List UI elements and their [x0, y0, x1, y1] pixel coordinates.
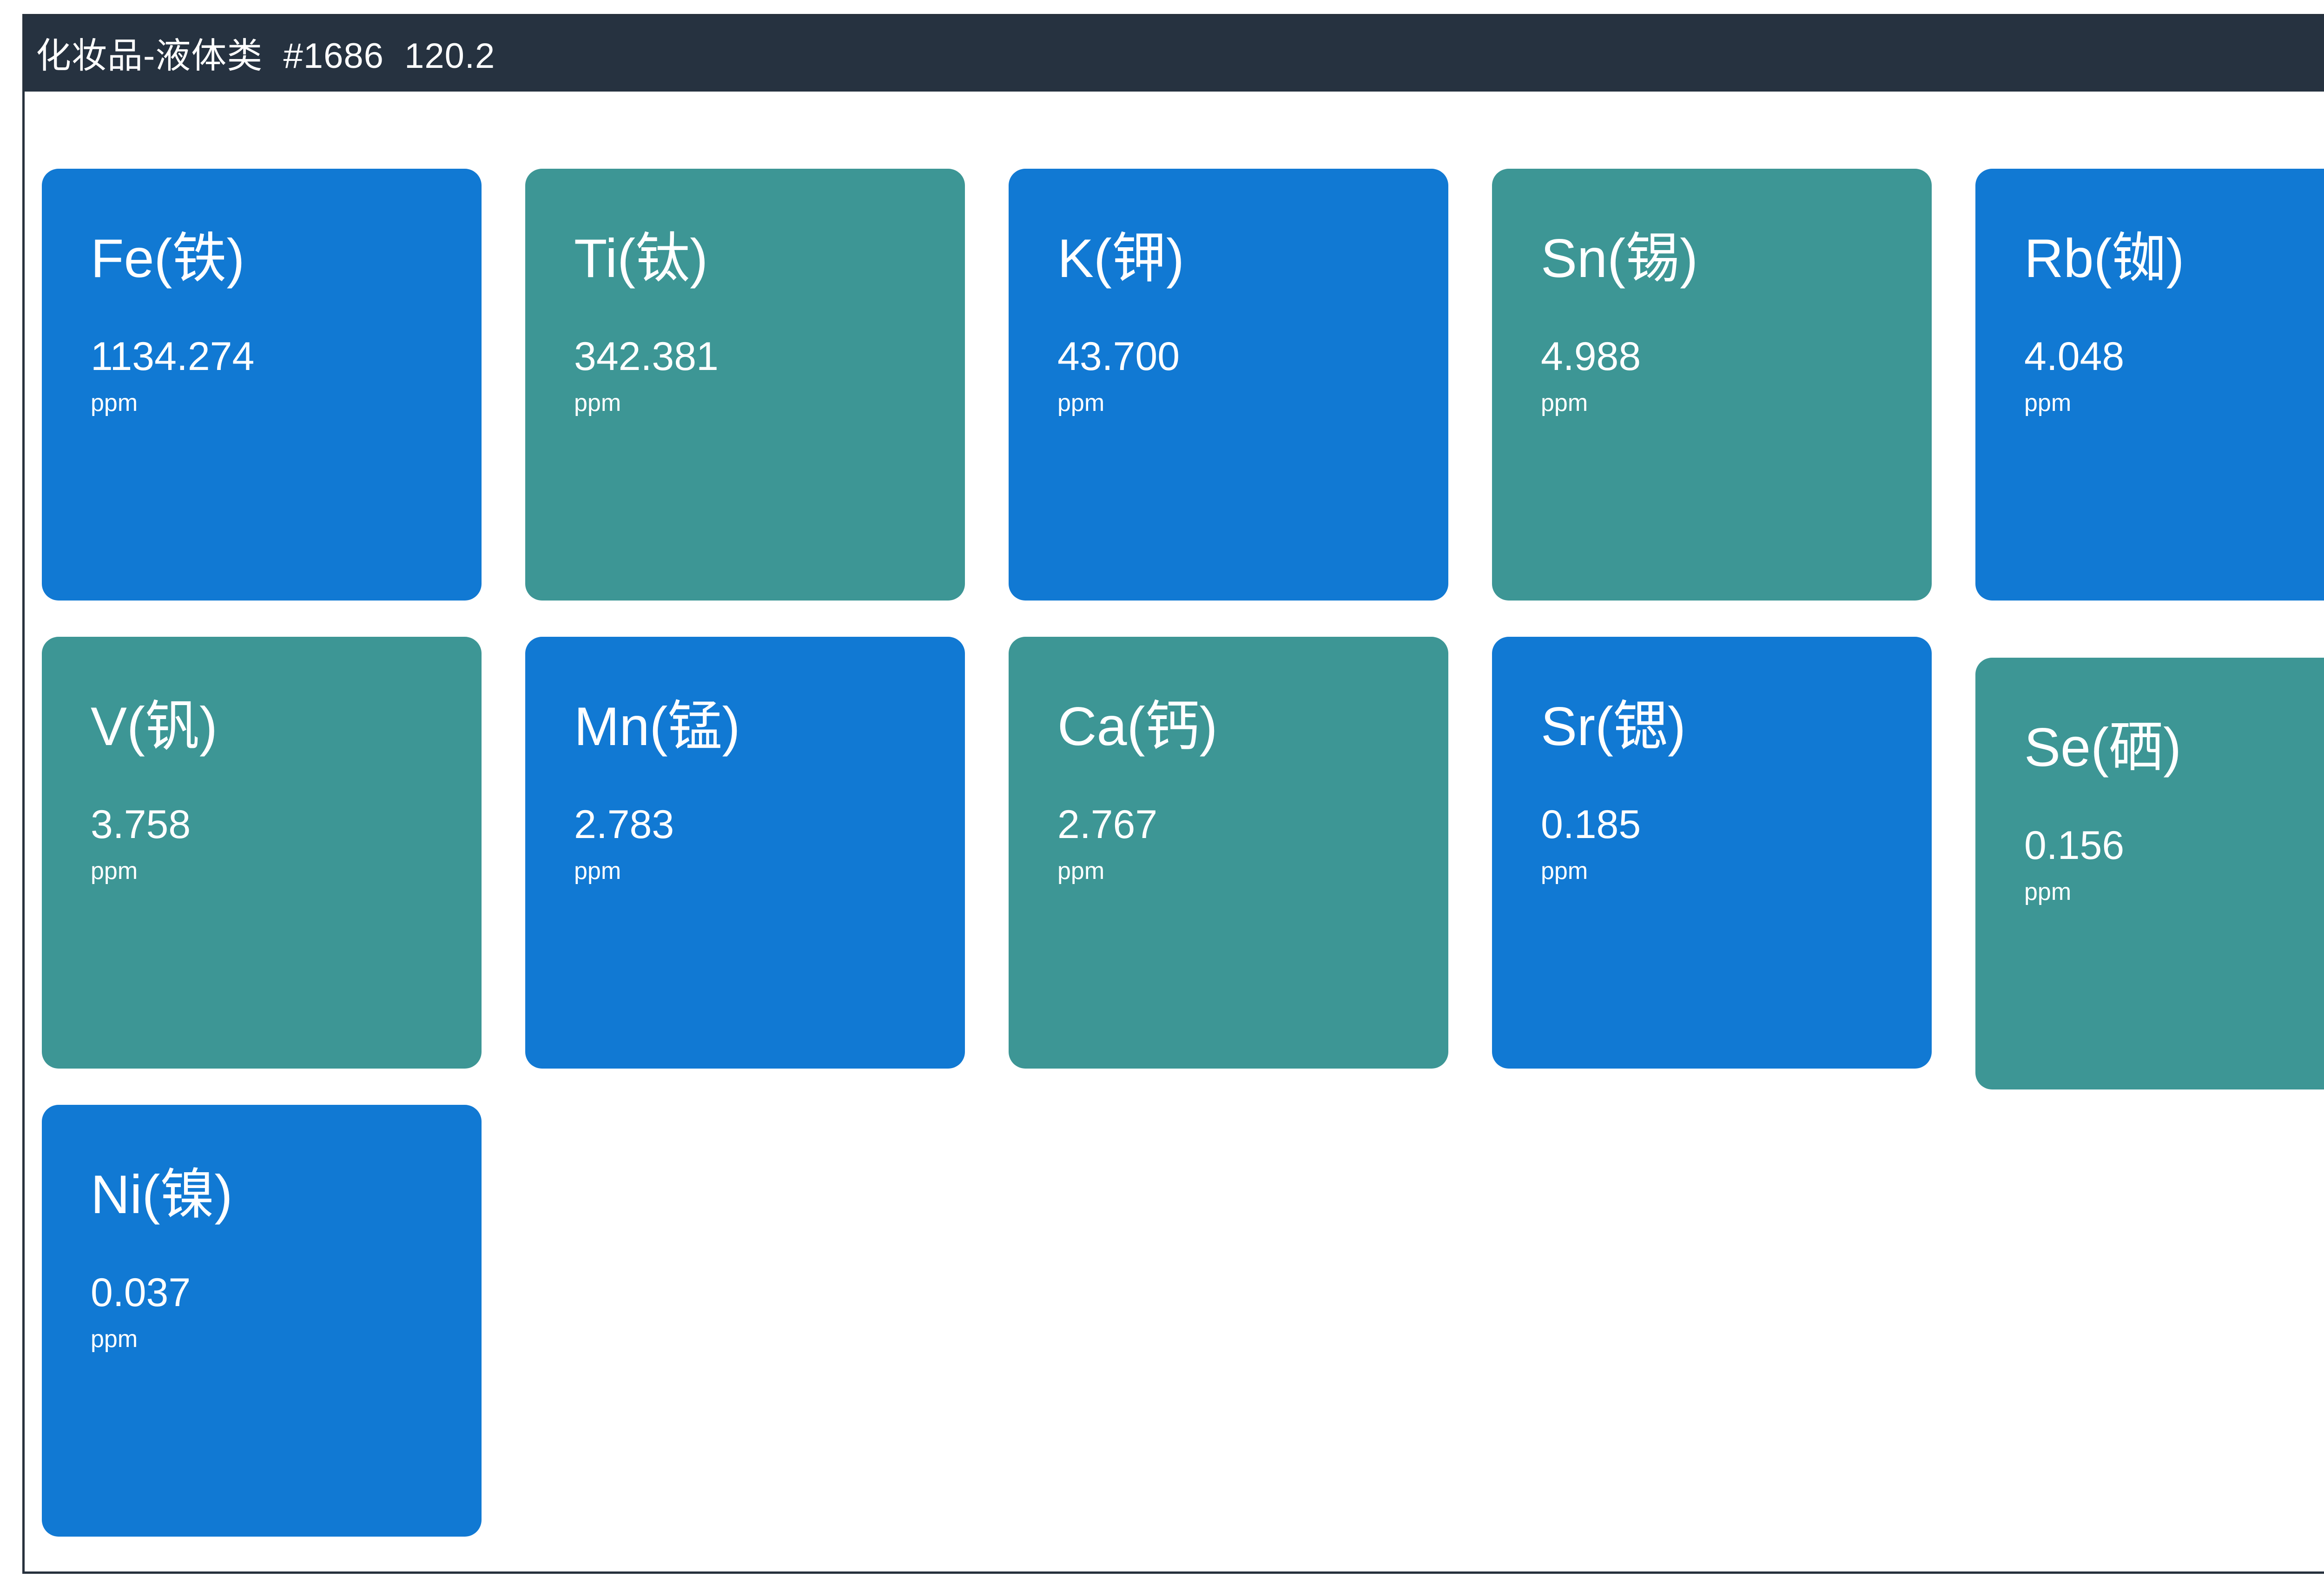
card-content: Mn(锰) 2.783 ppm — [574, 697, 956, 885]
element-name: Sr(锶) — [1541, 696, 1686, 757]
element-name: Fe(铁) — [91, 228, 245, 289]
header-bar: 化妆品-液体类 #1686 120.2 — [25, 16, 2324, 92]
element-name: Rb(铷) — [2024, 228, 2185, 289]
card-content: Ti(钛) 342.381 ppm — [574, 229, 956, 417]
element-card-sn[interactable]: Sn(锡) 4.988 ppm — [1492, 169, 1932, 601]
report-frame: 化妆品-液体类 #1686 120.2 Fe(铁) 1134.274 ppm T… — [22, 14, 2324, 1574]
element-value: 0.185 — [1541, 802, 1641, 847]
element-value: 2.767 — [1057, 802, 1158, 847]
card-content: K(钾) 43.700 ppm — [1057, 229, 1439, 417]
element-name: Se(硒) — [2024, 717, 2182, 778]
element-value: 0.037 — [91, 1270, 191, 1315]
element-name: Mn(锰) — [574, 696, 740, 757]
element-card-grid: Fe(铁) 1134.274 ppm Ti(钛) 342.381 ppm K(钾… — [25, 92, 2324, 1571]
element-card-fe[interactable]: Fe(铁) 1134.274 ppm — [42, 169, 482, 601]
card-content: Fe(铁) 1134.274 ppm — [91, 229, 472, 417]
element-unit: ppm — [574, 858, 621, 885]
element-name: Sn(锡) — [1541, 228, 1698, 289]
card-content: Ni(镍) 0.037 ppm — [91, 1165, 472, 1353]
element-card-rb[interactable]: Rb(铷) 4.048 ppm — [1975, 169, 2324, 601]
element-value: 3.758 — [91, 802, 191, 847]
card-content: Rb(铷) 4.048 ppm — [2024, 229, 2324, 417]
element-name: Ca(钙) — [1057, 696, 1218, 757]
element-card-mn[interactable]: Mn(锰) 2.783 ppm — [525, 637, 965, 1069]
element-unit: ppm — [1057, 858, 1105, 885]
element-card-ca[interactable]: Ca(钙) 2.767 ppm — [1009, 637, 1448, 1069]
element-unit: ppm — [1541, 389, 1588, 416]
card-content: Ca(钙) 2.767 ppm — [1057, 697, 1439, 885]
element-card-se[interactable]: Se(硒) 0.156 ppm — [1975, 658, 2324, 1089]
element-unit: ppm — [1541, 858, 1588, 885]
element-unit: ppm — [91, 389, 138, 416]
element-value: 342.381 — [574, 334, 719, 379]
element-name: V(钒) — [91, 696, 218, 757]
element-unit: ppm — [2024, 389, 2072, 416]
element-value: 43.700 — [1057, 334, 1180, 379]
page-title: 化妆品-液体类 #1686 120.2 — [36, 36, 495, 76]
element-value: 2.783 — [574, 802, 674, 847]
element-card-ni[interactable]: Ni(镍) 0.037 ppm — [42, 1105, 482, 1537]
element-value: 1134.274 — [91, 334, 255, 379]
element-name: Ni(镍) — [91, 1164, 233, 1225]
element-card-ti[interactable]: Ti(钛) 342.381 ppm — [525, 169, 965, 601]
element-name: K(钾) — [1057, 228, 1184, 289]
element-value: 4.048 — [2024, 334, 2125, 379]
element-name: Ti(钛) — [574, 228, 708, 289]
element-unit: ppm — [91, 858, 138, 885]
element-card-v[interactable]: V(钒) 3.758 ppm — [42, 637, 482, 1069]
card-content: V(钒) 3.758 ppm — [91, 697, 472, 885]
card-content: Sr(锶) 0.185 ppm — [1541, 697, 1922, 885]
element-value: 4.988 — [1541, 334, 1641, 379]
element-unit: ppm — [1057, 389, 1105, 416]
element-unit: ppm — [574, 389, 621, 416]
element-unit: ppm — [91, 1326, 138, 1353]
element-card-sr[interactable]: Sr(锶) 0.185 ppm — [1492, 637, 1932, 1069]
card-content: Se(硒) 0.156 ppm — [2024, 718, 2324, 906]
element-value: 0.156 — [2024, 823, 2125, 868]
card-content: Sn(锡) 4.988 ppm — [1541, 229, 1922, 417]
element-card-k[interactable]: K(钾) 43.700 ppm — [1009, 169, 1448, 601]
element-unit: ppm — [2024, 878, 2072, 905]
